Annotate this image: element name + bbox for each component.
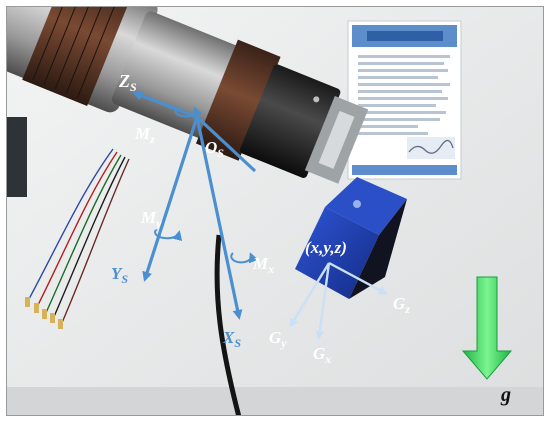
gz-arrow (328, 261, 388, 295)
os-label: OS (205, 138, 224, 160)
cable-connectors (25, 297, 63, 329)
gy-arrow (289, 262, 331, 328)
gravity-arrow (461, 276, 513, 380)
point-label: (x,y,z) (305, 238, 347, 257)
ys-arrow (142, 116, 199, 282)
zs-label: ZS (118, 71, 137, 94)
base-axes (132, 90, 257, 320)
power-cable (214, 234, 242, 415)
adapter-ring (195, 39, 281, 161)
xs-label: XS (222, 328, 241, 350)
gx-arrow (315, 262, 331, 340)
sensor-axes (289, 261, 388, 340)
photo-scene: ZS Mz OS My Mx YS XS (x,y,z) Gz Gy Gx g (7, 7, 543, 415)
mz-rotation-icon (174, 106, 203, 118)
mz-label: Mz (134, 124, 155, 146)
gz-label: Gz (393, 294, 410, 316)
gravity-label: g (500, 384, 511, 406)
my-label: My (140, 208, 162, 230)
figure-frame: ZS Mz OS My Mx YS XS (x,y,z) Gz Gy Gx g (6, 6, 544, 416)
signal-cables (28, 148, 130, 326)
blue-sensor (295, 177, 407, 299)
gx-label: Gx (313, 344, 331, 366)
zs-arrow (132, 90, 198, 119)
gy-label: Gy (269, 328, 287, 350)
zs-extension (195, 115, 257, 173)
my-rotation-icon (154, 228, 183, 242)
mx-rotation-icon (230, 252, 259, 264)
wall-poster (347, 20, 462, 180)
robot-arm (7, 7, 369, 184)
xs-arrow (195, 116, 243, 320)
mx-label: Mx (252, 254, 274, 276)
floor-shadow (7, 387, 543, 415)
ys-label: YS (111, 264, 128, 286)
background-pillar (7, 117, 27, 197)
moment-glyphs (154, 106, 259, 264)
